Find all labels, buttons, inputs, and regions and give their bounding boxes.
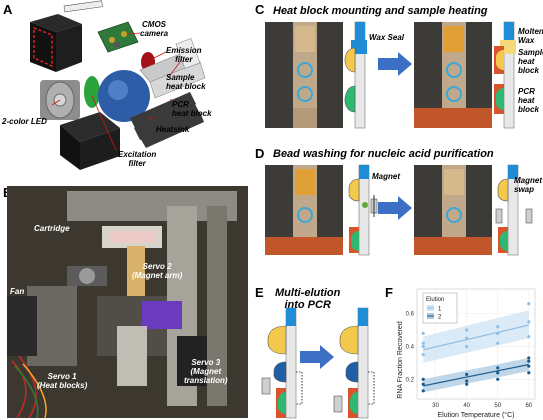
label-excitation-filter: Excitation filter	[118, 150, 157, 168]
data-point-series-2	[421, 382, 425, 386]
panel-a-letter: A	[3, 2, 13, 17]
data-point-series-1	[465, 336, 469, 340]
cmos-camera-board	[97, 21, 139, 53]
label-sample-heat-block: Sample heat block	[166, 73, 206, 91]
panel-c-arrow	[378, 52, 412, 76]
panel-f-chart: 30 40 50 60 0.2 0.4 0.6 RNA Fraction Recovered…	[397, 288, 536, 419]
panel-d-photo-before	[265, 165, 343, 255]
legend-label-1: 1	[438, 307, 442, 313]
y-tick-label: 0.2	[406, 377, 415, 383]
panel-d-arrow	[378, 196, 412, 220]
data-point-series-1	[527, 320, 531, 324]
data-point-series-1	[496, 331, 500, 335]
data-point-series-1	[496, 341, 500, 345]
panel-b-instrument-photo	[7, 186, 248, 418]
data-point-series-1	[527, 302, 531, 306]
label-wax-seal: Wax Seal	[369, 33, 404, 42]
label-sample-heat-block-c: Sample heat block	[518, 48, 543, 75]
panel-d-schematic-before	[348, 164, 378, 256]
fit-line-2	[423, 363, 529, 387]
data-point-series-2	[527, 359, 531, 363]
panel-f-letter: F	[385, 285, 393, 300]
y-tick-label: 0.4	[406, 344, 415, 350]
x-tick-label: 50	[494, 403, 501, 409]
label-servo-2: Servo 2 (Magnet arm)	[132, 262, 183, 280]
label-cartridge: Cartridge	[34, 224, 70, 233]
data-point-series-2	[465, 382, 469, 386]
panel-d-schematic-after	[495, 164, 533, 256]
panel-c-schematic-before	[344, 21, 367, 129]
data-point-series-1	[421, 353, 425, 357]
legend: Elution 1 2	[422, 292, 458, 324]
data-point-series-2	[527, 371, 531, 375]
data-point-series-2	[421, 389, 425, 393]
x-tick-label: 30	[432, 403, 439, 409]
y-axis-label: RNA Fraction Recovered	[397, 321, 404, 399]
data-point-series-1	[527, 335, 531, 339]
panel-d-title: Bead washing for nucleic acid purificati…	[273, 148, 494, 160]
data-point-series-2	[496, 366, 500, 370]
panel-c-letter: C	[255, 2, 265, 17]
label-servo-1: Servo 1 (Heat blocks)	[37, 372, 88, 390]
label-magnet-swap: Magnet swap	[514, 176, 542, 194]
panel-d-letter: D	[255, 146, 265, 161]
legend-label-2: 2	[438, 315, 442, 321]
label-pcr-heat-block: PCR heat block	[172, 100, 212, 118]
data-point-series-1	[421, 331, 425, 335]
data-point-series-2	[527, 356, 531, 360]
label-cmos-camera: CMOS camera	[140, 20, 169, 38]
panel-e-letter: E	[255, 285, 264, 300]
panel-c-title: Heat block mounting and sample heating	[273, 5, 488, 17]
camera-housing	[30, 14, 82, 72]
panel-e-schematic-after	[333, 307, 375, 419]
panel-e-schematic-before	[261, 307, 303, 419]
legend-title: Elution	[426, 297, 444, 303]
servo-body	[60, 112, 120, 170]
panel-c-photo-after	[414, 22, 492, 128]
excitation-filter-part	[84, 76, 100, 108]
data-point-series-1	[421, 344, 425, 349]
data-point-series-1	[465, 328, 469, 332]
heatsink-fins	[130, 92, 204, 148]
label-magnet: Magnet	[372, 172, 400, 181]
data-point-series-1	[465, 344, 469, 349]
label-pcr-heat-block-c: PCR heat block	[518, 87, 539, 114]
panel-a-device-drawing	[30, 0, 206, 170]
panel-c-schematic-after	[494, 21, 516, 129]
y-tick-label: 0.6	[406, 312, 415, 318]
data-point-series-2	[465, 372, 469, 376]
panel-c-photo-before	[265, 22, 343, 128]
heat-block-assembly	[139, 38, 206, 99]
confidence-band-1	[423, 310, 529, 363]
data-point-series-2	[496, 371, 500, 375]
x-tick-label: 40	[463, 403, 470, 409]
label-2-color-led: 2-color LED	[2, 117, 47, 126]
x-axis-label: Elution Temperature (°C)	[438, 411, 515, 419]
fit-line-1	[423, 324, 529, 351]
data-point-series-1	[421, 341, 425, 345]
label-molten-wax: Molten Wax	[518, 27, 543, 45]
label-servo-3: Servo 3 (Magnet translation)	[184, 358, 228, 385]
x-tick-label: 60	[525, 403, 532, 409]
panel-d-photo-after	[414, 165, 492, 255]
data-point-series-2	[527, 364, 531, 368]
data-point-series-2	[465, 379, 469, 383]
data-point-series-2	[421, 377, 425, 381]
label-heatsink: Heatsink	[156, 125, 190, 134]
panel-e-arrow	[300, 345, 334, 369]
scale-ruler	[63, 0, 103, 13]
data-point-series-1	[496, 325, 500, 329]
label-fan: Fan	[10, 287, 25, 296]
label-emission-filter: Emission filter	[166, 46, 202, 64]
data-point-series-2	[496, 377, 500, 381]
optics-block	[98, 70, 150, 122]
